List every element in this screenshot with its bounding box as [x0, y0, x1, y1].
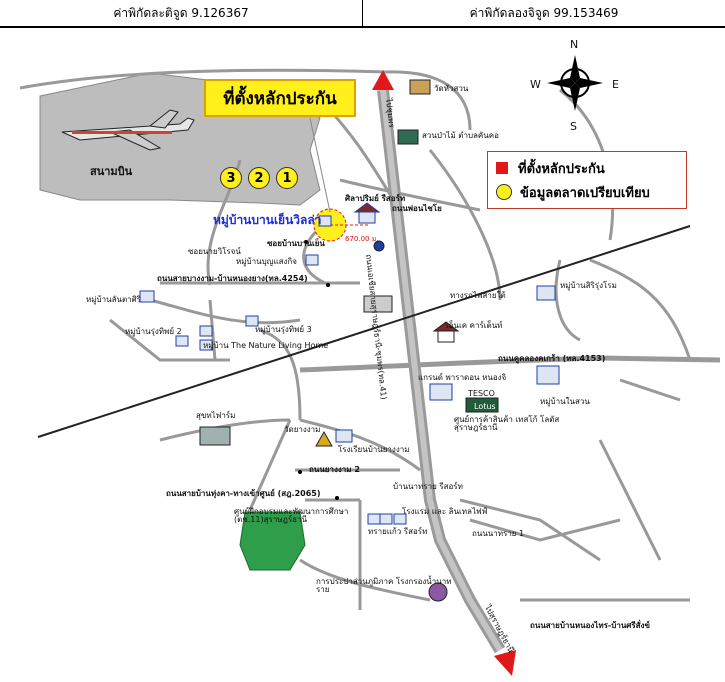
- compass-s: S: [570, 120, 577, 133]
- village-sirirong-label: หมู่บ้านสิริรุ่งโรม: [560, 281, 617, 290]
- soi-nai-label: ซอยนายวิโรจน์: [188, 247, 241, 256]
- collateral-callout: ที่ตั้งหลักประกัน: [204, 79, 356, 117]
- map-legend: ที่ตั้งหลักประกัน ข้อมูลตลาดเปรียบเทียบ: [487, 151, 687, 209]
- callout-pointer: [309, 117, 331, 213]
- wat-hua-suan-label: วัดหัวสวน: [434, 84, 469, 93]
- legend-comparables: ข้อมูลตลาดเปรียบเทียบ: [496, 180, 678, 204]
- landmarks: [199, 79, 499, 602]
- village-lanrasi-label: หมู่บ้านลันตาศิริ: [86, 295, 142, 304]
- sukhothai-farm-label: สุขทไฟาร์ม: [196, 411, 236, 420]
- marker-3: 3: [220, 167, 242, 189]
- longitude-label: ค่าพิกัดลองจิจูด 99.153469: [362, 0, 725, 26]
- north-arrow: [372, 70, 394, 90]
- highway-41: [377, 89, 506, 654]
- pawat-label: ถนนพ่อนไชโย: [392, 204, 442, 213]
- distance-label: 670.00 ม.: [345, 235, 379, 243]
- coordinates-bar: ค่าพิกัดละติจูด 9.126367 ค่าพิกัดลองจิจู…: [0, 0, 725, 28]
- road-4254-label: ถนนสายบางงาม-บ้านหนองยาง(ทล.4254): [157, 274, 308, 283]
- legend-collateral: ที่ตั้งหลักประกัน: [496, 156, 678, 180]
- village-boonsan-label: หมู่บ้านบุญแสงกิจ: [236, 257, 297, 266]
- school-yang-ngam-label: โรงเรียนบ้านยางงาม: [338, 445, 410, 454]
- road-south-label: ถนนสายบ้านหนองไทร-บ้านศรีสั่งข์: [530, 621, 650, 630]
- compass-rose: [547, 55, 603, 111]
- airport-label: สนามบิน: [90, 165, 133, 178]
- compass-n: N: [570, 38, 579, 51]
- road-4153: [299, 355, 721, 373]
- rai-resort-label: ทรายแก้ว รีสอร์ท: [368, 527, 428, 536]
- road-2065-label: ถนนสายบ้านทุ่งคา-ทางเข้าศูนย์ (สฎ.2065): [166, 489, 321, 498]
- sila-resort-label: ศิลาปริมย์ รีสอร์ท: [345, 194, 406, 203]
- south-arrow: [494, 650, 516, 676]
- tesco-label: TESCO: [468, 389, 495, 398]
- village-main-label: หมู่บ้านบานเย็นวิลล่า: [213, 213, 322, 227]
- soi-banyen-label: ซอยบ้านบานเย็น: [267, 239, 325, 248]
- hotel-line-label: โรงแรม และ ลินเทลไฟฟ์: [402, 507, 488, 516]
- road-dots: [298, 240, 339, 500]
- ban-resort-label: บ้านนาทราย รีสอร์ท: [393, 482, 463, 491]
- lotus-center-label: ศูนย์การค้าสินค้า เทสโก้ โลตัส สุราษฎร์ธ…: [454, 415, 560, 432]
- railway-label: ทางรถไฟสายใต้: [450, 291, 506, 300]
- village-rungthip3-label: หมู่บ้านรุ่งทิพย์ 3: [255, 325, 312, 334]
- yellow-circle-icon: [496, 184, 512, 200]
- latitude-label: ค่าพิกัดละติจูด 9.126367: [113, 5, 249, 20]
- road-4153-label: ถนนคูคลองคเกร้า (ทล.4153): [498, 354, 606, 363]
- marker-2: 2: [248, 167, 270, 189]
- road-ngam2-label: ถนนยางงาม 2: [309, 465, 360, 474]
- legend-comparables-label: ข้อมูลตลาดเปรียบเทียบ: [520, 185, 650, 201]
- lotus-label: Lotus: [474, 402, 496, 411]
- village-nature-label: หมู่บ้าน The Nature Living Home: [203, 341, 329, 350]
- carpenter-label: เอ็นเค คาร์เต็นท์: [446, 321, 503, 330]
- compass-e: E: [612, 78, 619, 91]
- wat-yang-ngam-label: วัดยางงาม: [284, 425, 321, 434]
- grand-hotel-label: แกรนด์ พาราดอน หนองจิ: [418, 373, 507, 382]
- village-rungthip2-label: หมู่บ้านรุ่งทิพย์ 2: [125, 327, 182, 336]
- red-square-icon: [496, 162, 508, 174]
- park-area: [239, 511, 306, 571]
- to-chumphon-label: ไปชุมพร: [384, 97, 397, 129]
- railway-line: [37, 225, 691, 438]
- training-center-label: ศูนย์ฝึกอบรมและพัฒนาการศึกษา (ตช.11)สุรา…: [234, 507, 349, 524]
- house-icons: [139, 202, 560, 525]
- airplane-icon: [61, 109, 195, 151]
- marker-1: 1: [276, 167, 298, 189]
- wood-factory-label: สวนป่าไม้ ตำบลคันคอ: [422, 131, 499, 140]
- road-rai1-label: ถนนนาทราย 1: [472, 529, 525, 538]
- compass-w: W: [530, 78, 541, 91]
- power-authority-label: การประปาส่วนภูมิภาค โรงกรองน้ำนาทราย: [316, 577, 452, 594]
- legend-collateral-label: ที่ตั้งหลักประกัน: [518, 161, 605, 177]
- village-ban-suan-label: หมู่บ้านในสวน: [540, 397, 590, 406]
